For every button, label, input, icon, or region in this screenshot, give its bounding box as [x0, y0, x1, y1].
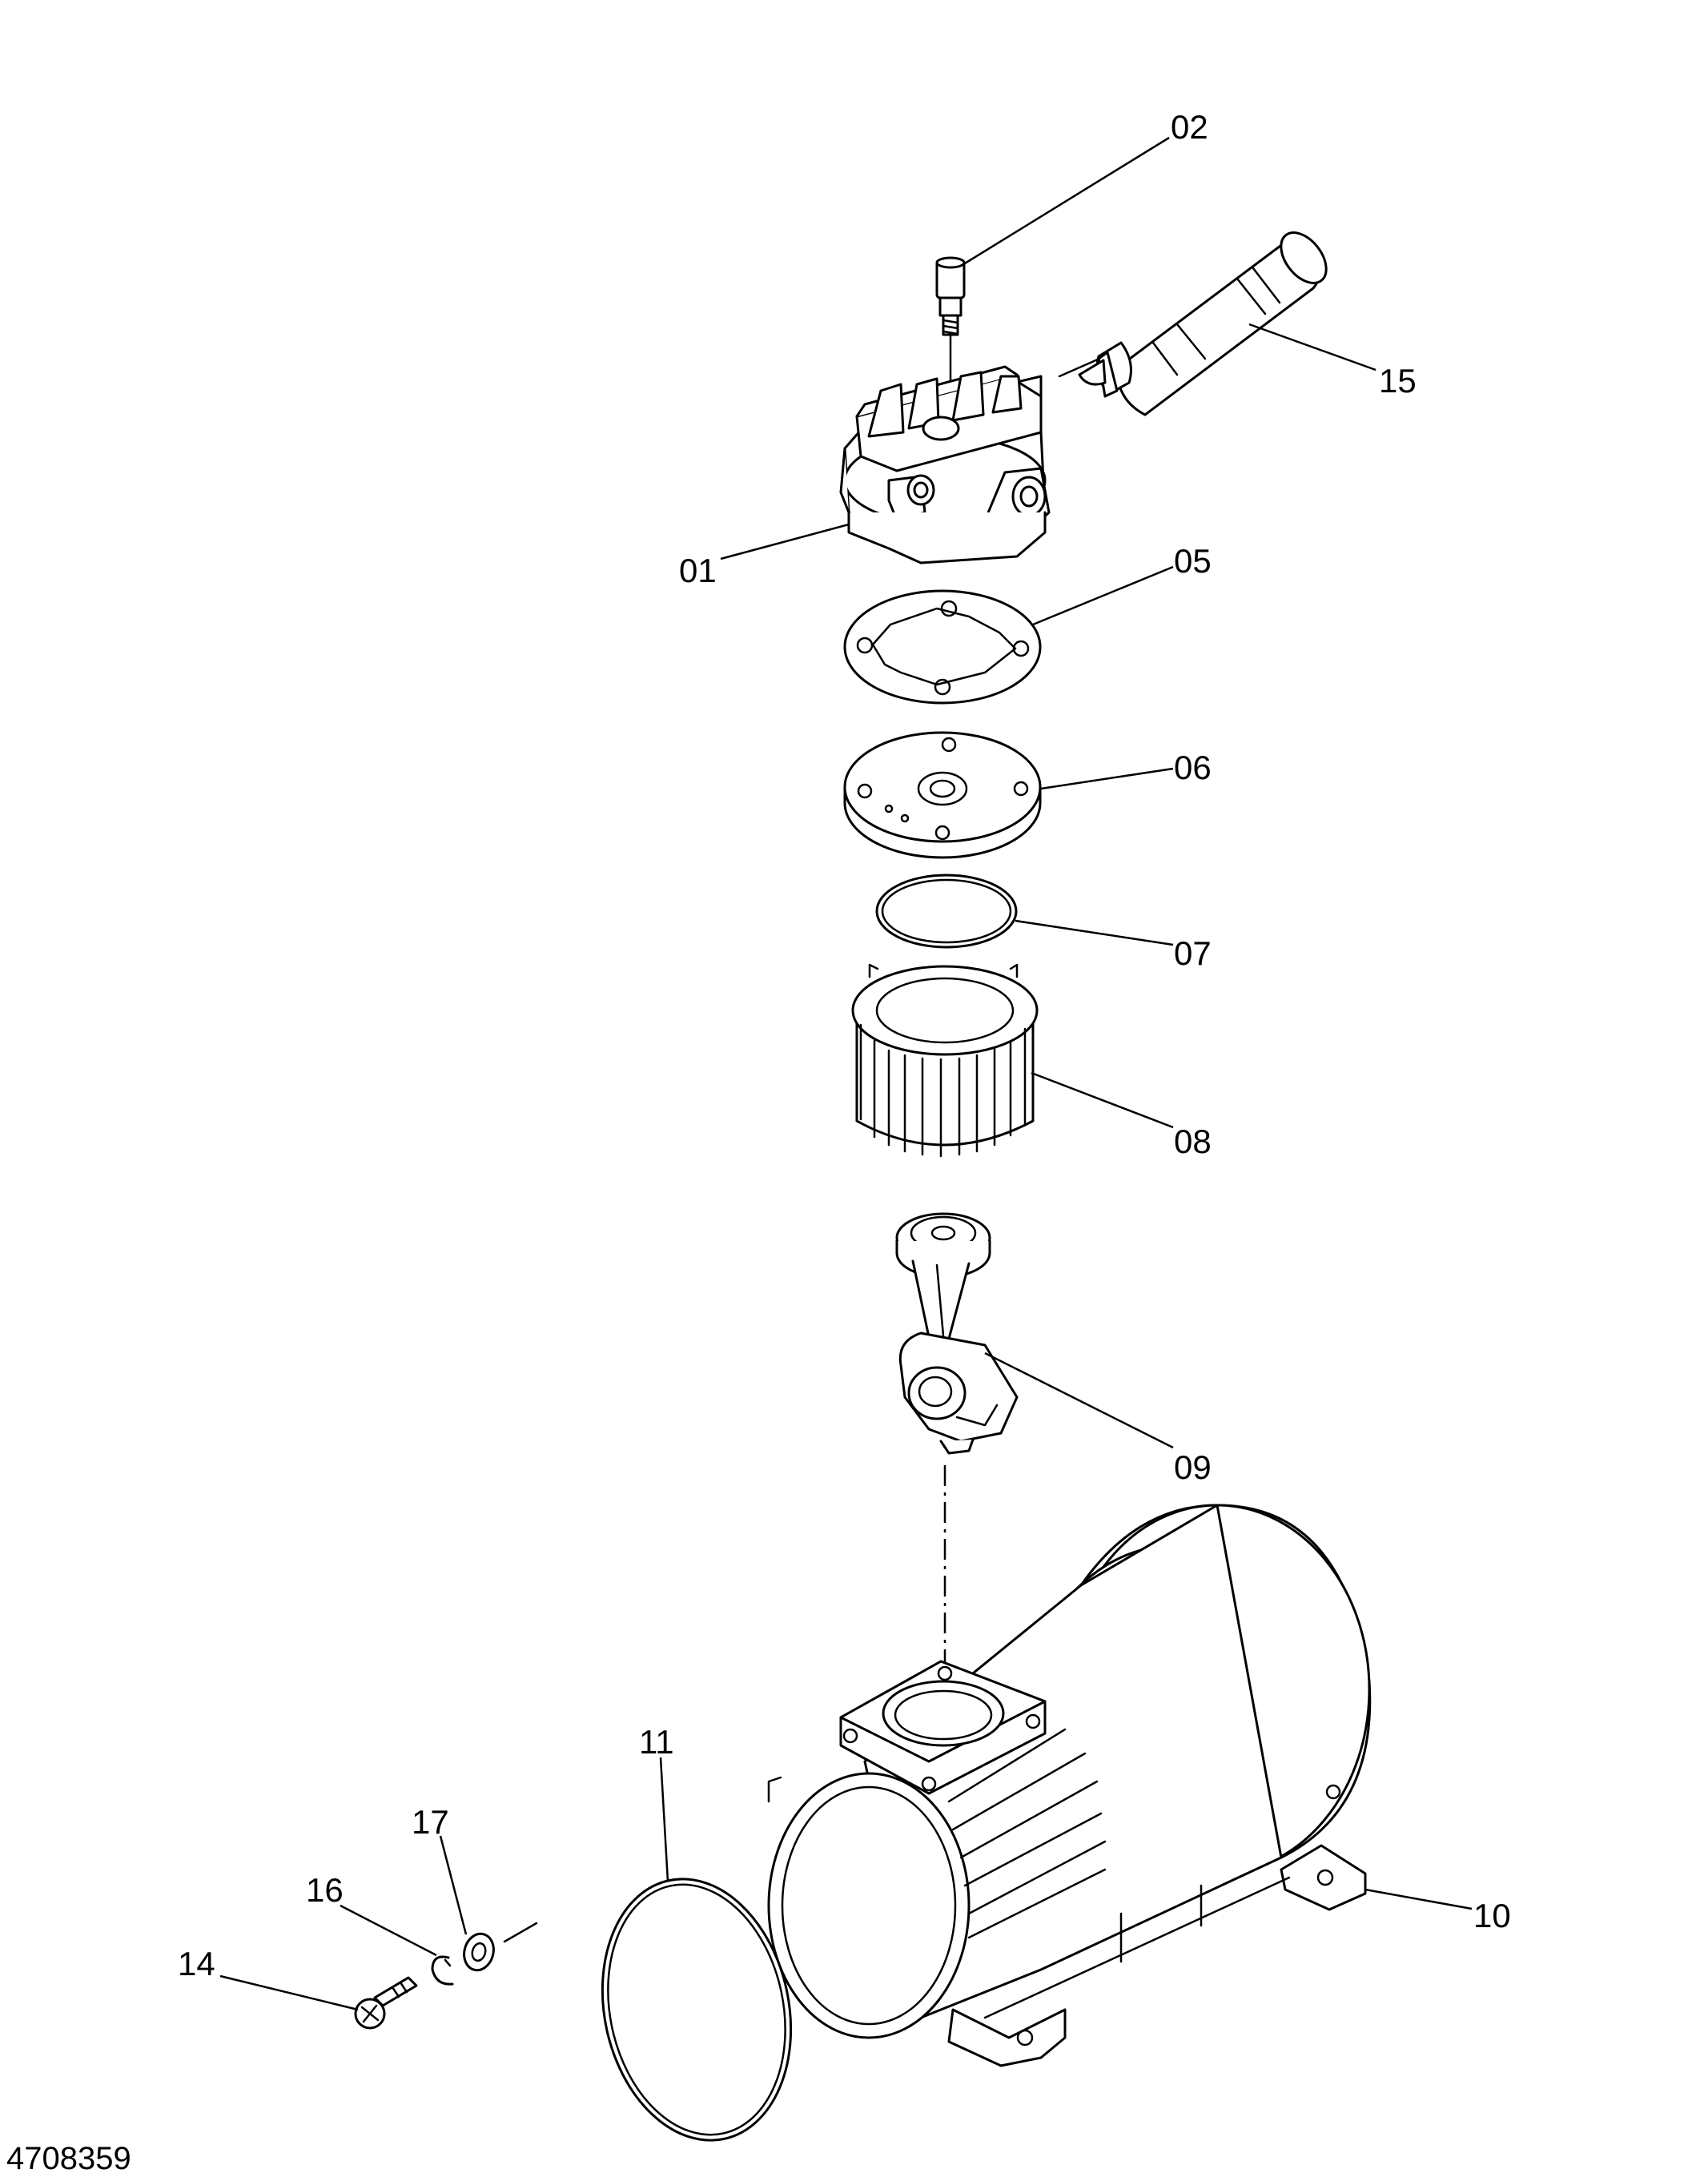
callout-06: 06 — [1174, 749, 1212, 786]
callout-09: 09 — [1174, 1448, 1212, 1486]
cylinder-head-icon — [839, 365, 1051, 564]
drawing-number: 4708359 — [6, 2141, 131, 2176]
callout-02: 02 — [1171, 108, 1208, 146]
callout-11: 11 — [639, 1723, 674, 1761]
lock-washer-icon — [431, 1955, 454, 1986]
large-o-ring-icon — [601, 1878, 793, 2142]
finned-cylinder-icon — [851, 963, 1039, 1158]
o-ring-icon — [875, 874, 1018, 949]
callout-14: 14 — [178, 1945, 215, 1982]
screw-icon — [354, 1976, 418, 2030]
callout-01: 01 — [679, 552, 717, 589]
callout-05: 05 — [1174, 542, 1212, 580]
valve-plate-icon — [843, 731, 1042, 859]
connecting-rod-piston-icon — [895, 1212, 1019, 1455]
callout-17: 17 — [412, 1803, 449, 1841]
callout-10: 10 — [1473, 1897, 1511, 1934]
silencer-filter-icon — [1058, 231, 1328, 416]
callout-15: 15 — [1379, 362, 1417, 400]
motor-crankcase-icon — [767, 1504, 1372, 2067]
leader-lines — [219, 136, 1473, 2011]
flat-washer-icon — [463, 1932, 495, 1972]
callout-16: 16 — [306, 1871, 344, 1909]
hex-socket-bolt-icon — [935, 256, 966, 384]
callout-07: 07 — [1174, 934, 1212, 972]
head-gasket-icon — [843, 589, 1042, 705]
callout-08: 08 — [1174, 1123, 1212, 1160]
